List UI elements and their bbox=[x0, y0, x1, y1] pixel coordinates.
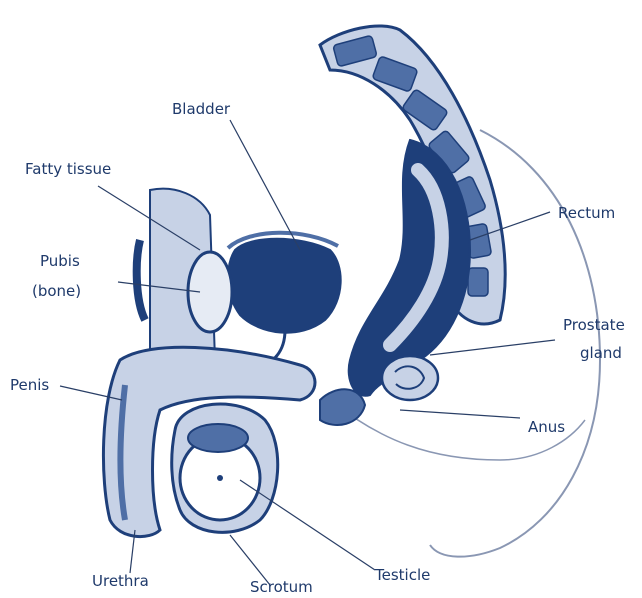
pubis-bone bbox=[188, 252, 232, 332]
label-penis: Penis bbox=[10, 376, 49, 394]
bladder bbox=[228, 239, 341, 333]
label-prostate-gland: gland bbox=[580, 344, 622, 362]
label-fatty-tissue: Fatty tissue bbox=[25, 160, 111, 178]
label-pubis-bone: (bone) bbox=[32, 282, 81, 300]
label-scrotum: Scrotum bbox=[250, 578, 313, 596]
label-anus: Anus bbox=[528, 418, 565, 436]
label-testicle: Testicle bbox=[375, 566, 430, 584]
label-urethra: Urethra bbox=[92, 572, 149, 590]
label-rectum: Rectum bbox=[558, 204, 615, 222]
label-bladder: Bladder bbox=[172, 100, 230, 118]
label-prostate: Prostate bbox=[563, 316, 625, 334]
prostate bbox=[382, 356, 438, 400]
label-pubis: Pubis bbox=[40, 252, 80, 270]
